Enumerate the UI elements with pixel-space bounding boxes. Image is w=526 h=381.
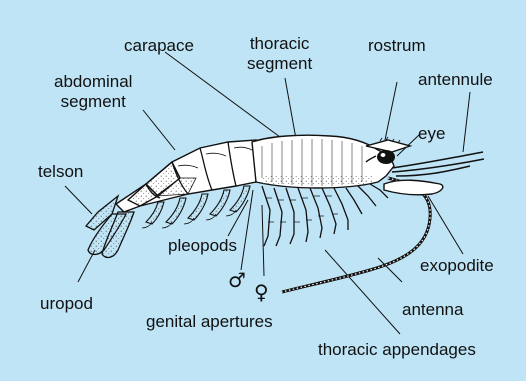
abdomen [116, 140, 256, 212]
label-thoracic-appendages: thoracic appendages [318, 340, 476, 360]
thoracic-appendage-lines [262, 184, 388, 246]
label-uropod: uropod [40, 294, 93, 314]
leader-abdominal-segment [143, 110, 175, 150]
leader-exopodite [428, 196, 463, 254]
leader-antennule [463, 92, 470, 152]
leader-female [262, 205, 264, 276]
exopodite-shape [384, 180, 443, 195]
antenna-flagellum [282, 178, 430, 292]
antennule-flagella [392, 152, 484, 176]
label-pleopods: pleopods [168, 236, 237, 256]
label-carapace: carapace [124, 36, 194, 56]
label-thoracic-segment: thoracic segment [247, 34, 312, 74]
label-antennule: antennule [418, 70, 493, 90]
label-rostrum: rostrum [368, 36, 426, 56]
label-antenna: antenna [402, 300, 463, 320]
male-symbol: ♂ [228, 270, 246, 290]
leader-rostrum [385, 82, 397, 140]
label-genital-apertures: genital apertures [146, 312, 273, 332]
leader-telson [65, 186, 92, 214]
label-abdominal-segment: abdominal segment [54, 72, 132, 112]
label-exopodite: exopodite [420, 256, 494, 276]
label-eye: eye [418, 124, 445, 144]
label-telson: telson [38, 162, 83, 182]
female-symbol: ♀ [254, 282, 269, 302]
